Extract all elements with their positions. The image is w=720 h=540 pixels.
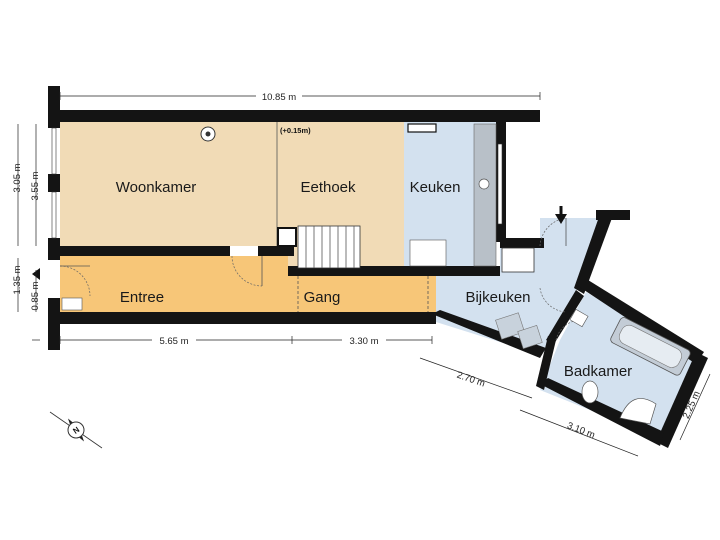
dim-left-lower-outer-label: 1.35 m (12, 265, 23, 294)
wall-left-mid (48, 174, 60, 192)
wall-bij-right (574, 214, 612, 294)
dim-top-label: 10.85 m (262, 92, 296, 103)
dim-top-bg (256, 89, 302, 103)
dim-diag-a-line (419, 357, 533, 399)
dim-br-bg (342, 333, 386, 347)
window-keuken (497, 143, 503, 225)
woonkamer-floor (60, 122, 278, 246)
dim-left-inner-label: 3.05 m (12, 163, 23, 192)
wall-left-low (48, 238, 60, 260)
room-keuken: Keuken (410, 179, 461, 196)
wall-top (52, 110, 540, 122)
dim-left-outer-label: 3.55 m (30, 171, 41, 200)
door-woonkamer (231, 255, 263, 287)
entree-floor (60, 256, 288, 312)
room-bijkeuken: Bijkeuken (465, 289, 530, 306)
stair (277, 225, 361, 269)
dim-diag-b-label: 3.10 m (565, 420, 596, 441)
wall-bij-topright (596, 210, 630, 220)
door-entree (59, 265, 91, 297)
window-left-2 (51, 191, 57, 239)
wall-mid-2 (258, 246, 294, 256)
svg-text:N: N (71, 425, 81, 436)
wall-mid-3 (288, 266, 436, 276)
wall-bottom (52, 312, 436, 324)
room-badkamer: Badkamer (564, 363, 632, 380)
kitchen-counter (409, 123, 497, 267)
room-gang: Gang (304, 289, 341, 306)
toilet (581, 380, 599, 404)
wall-mid (60, 246, 230, 256)
wall-bath-inner (536, 336, 556, 390)
wall-bij-top (500, 238, 544, 248)
wall-left-upper (48, 86, 60, 128)
washer (495, 312, 525, 340)
wall-keuken-bottom (404, 266, 500, 276)
level-note: (+0.15m) (280, 126, 311, 135)
window-left (51, 127, 57, 175)
bath-cabinet (569, 308, 589, 328)
door-bijkeuken (539, 287, 567, 313)
vent-top (407, 123, 437, 133)
sink (619, 398, 657, 425)
wall-bath-bottom (540, 378, 664, 446)
bathtub (610, 317, 691, 376)
dryer (517, 324, 543, 350)
gang-floor (288, 276, 436, 312)
entrance-arrow-icon (555, 206, 567, 224)
dim-left-lower-inner-label: 0.85 m (30, 281, 41, 310)
wall-bij-bath (546, 290, 584, 344)
wall-bij-bottom (432, 310, 546, 358)
entree-fixture (61, 297, 83, 311)
dim-bottom-right-label: 3.30 m (349, 336, 378, 347)
dim-diag-c-line (679, 373, 711, 441)
dim-bottom-left-label: 5.65 m (159, 336, 188, 347)
north-compass-icon: N (49, 411, 103, 449)
dim-diag-a-label: 2.70 m (455, 370, 486, 390)
bijkeuken-appliance (501, 247, 535, 273)
ceiling-light-icon (200, 126, 216, 142)
eethoek-floor (278, 122, 404, 246)
room-woonkamer: Woonkamer (116, 179, 197, 196)
room-eethoek: Eethoek (300, 179, 356, 196)
room-entree: Entree (120, 289, 164, 306)
dim-diag-b-line (519, 409, 639, 457)
dim-bl-bg (152, 333, 196, 347)
wall-bath-right (656, 352, 708, 448)
